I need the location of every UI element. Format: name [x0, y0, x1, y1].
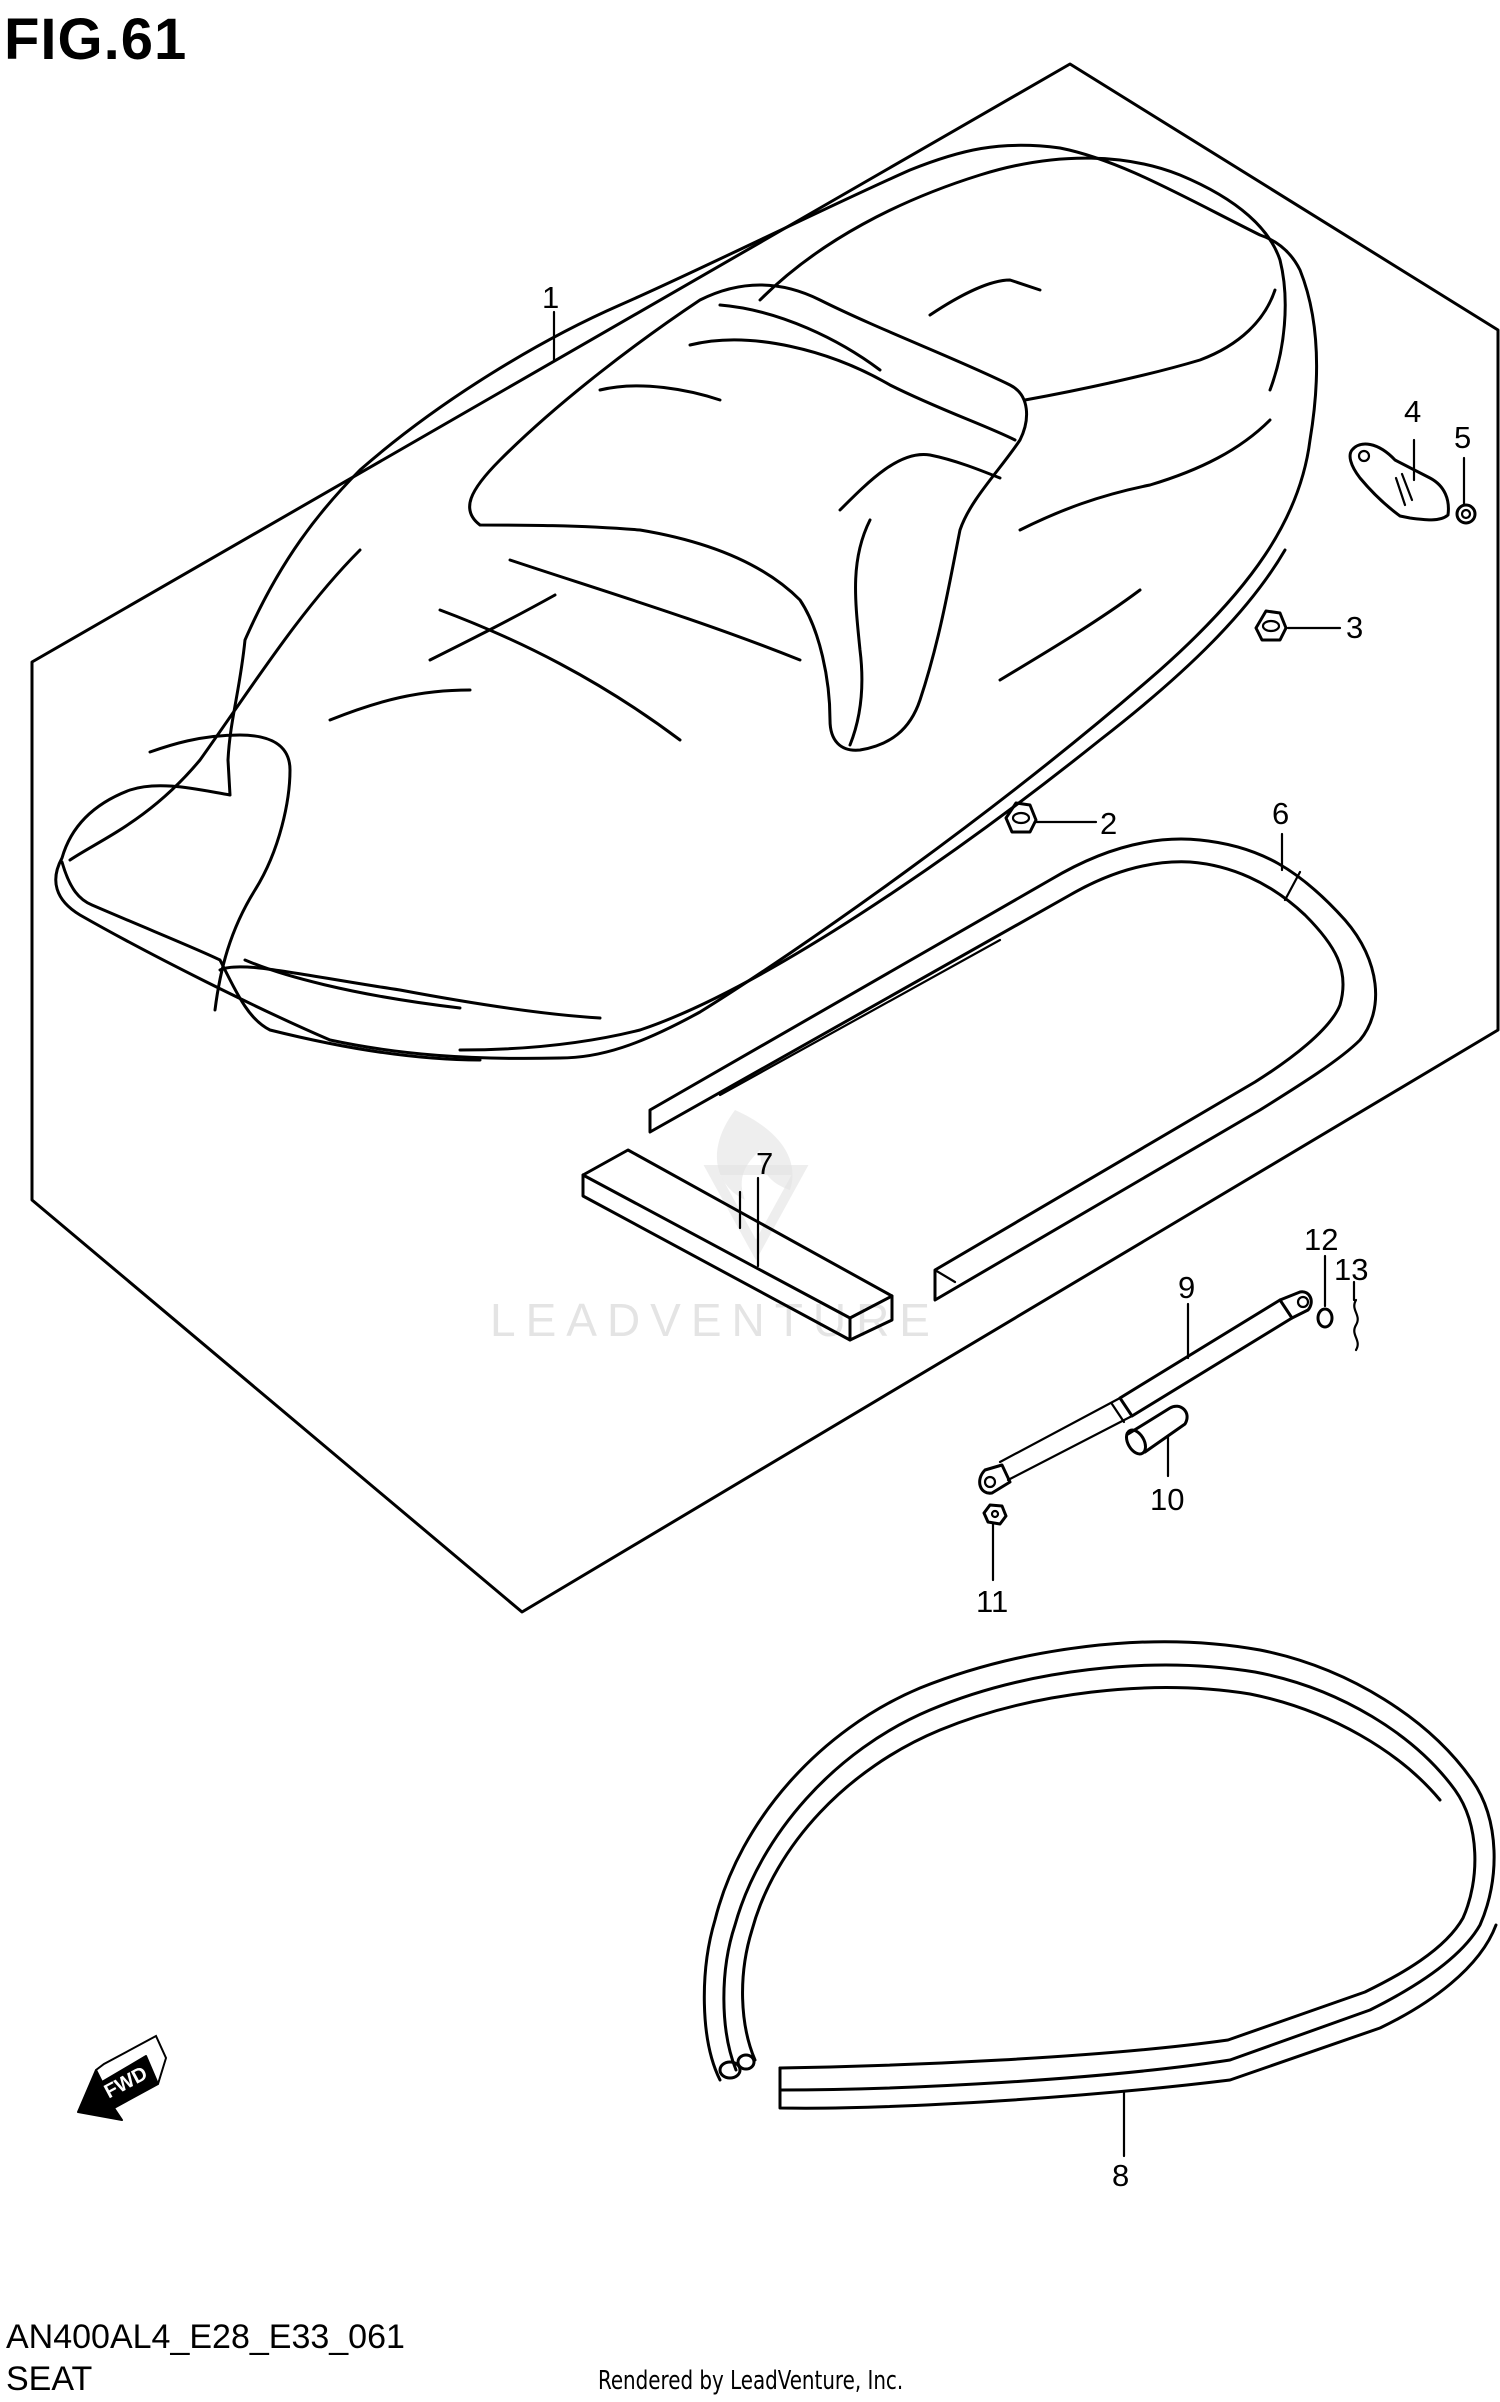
part-4-bracket: [1348, 438, 1450, 522]
diagram-code: AN400AL4_E28_E33_061: [6, 2318, 405, 2356]
part-8-weatherstrip: [702, 1640, 1498, 2158]
part-12-washer: [1316, 1254, 1334, 1329]
figure-title: FIG.61: [4, 7, 188, 72]
assembly-box: [30, 62, 1500, 1614]
part-2-nut: [1004, 801, 1098, 834]
callout-1[interactable]: 1: [542, 280, 559, 315]
callout-9[interactable]: 9: [1178, 1270, 1195, 1305]
part-6-seal-strip: [648, 832, 1378, 1302]
callout-12[interactable]: 12: [1304, 1222, 1338, 1257]
callout-8[interactable]: 8: [1112, 2158, 1129, 2193]
watermark: LEADVENTURE: [490, 1110, 940, 1346]
fwd-arrow-icon: FWD: [77, 2034, 168, 2121]
part-3-nut: [1254, 609, 1342, 642]
render-credit: Rendered by LeadVenture, Inc.: [598, 2366, 904, 2396]
watermark-text: LEADVENTURE: [490, 1294, 940, 1346]
part-13-clip: [1352, 1280, 1359, 1352]
seat: [54, 143, 1319, 1062]
callout-2[interactable]: 2: [1100, 806, 1117, 841]
callout-6[interactable]: 6: [1272, 796, 1289, 831]
callout-3[interactable]: 3: [1346, 610, 1363, 645]
callout-4[interactable]: 4: [1404, 394, 1421, 429]
part-11-bolt: [982, 1503, 1008, 1582]
part-7-cushion: [581, 1148, 894, 1342]
callout-5[interactable]: 5: [1454, 420, 1471, 455]
callout-11[interactable]: 11: [976, 1584, 1008, 1619]
part-9-gas-strut: [978, 1290, 1313, 1495]
part-5-nut: [1455, 456, 1477, 525]
section-name: SEAT: [6, 2360, 93, 2398]
callout-7[interactable]: 7: [756, 1146, 773, 1181]
callout-13[interactable]: 13: [1334, 1252, 1368, 1287]
callout-10[interactable]: 10: [1150, 1482, 1184, 1517]
part-10-cap: [1125, 1404, 1189, 1478]
